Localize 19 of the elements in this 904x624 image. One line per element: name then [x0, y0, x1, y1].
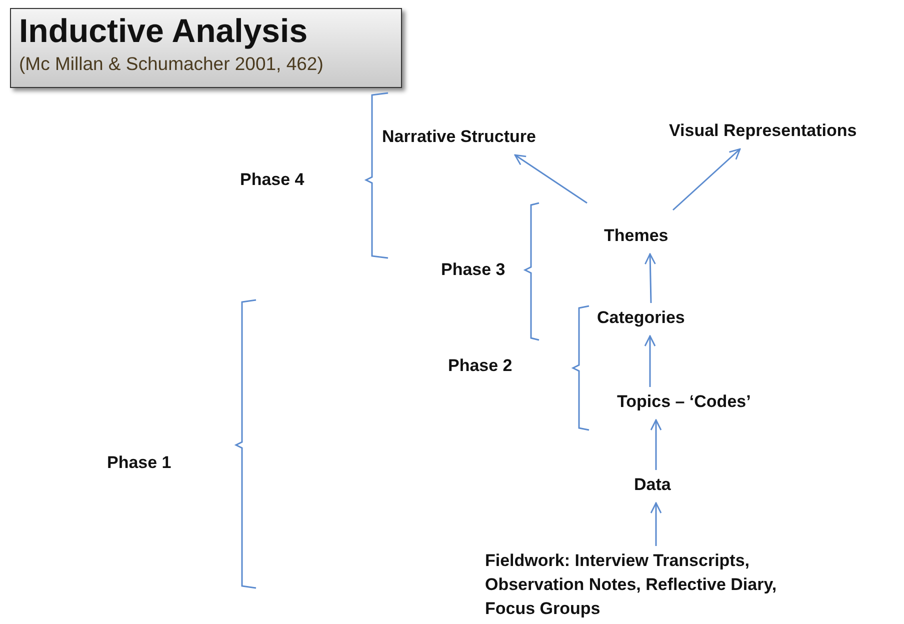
arrow	[650, 502, 662, 546]
node-label: Categories	[597, 306, 685, 330]
citation: (Mc Millan & Schumacher 2001, 462)	[19, 52, 324, 76]
phase-label: Phase 4	[240, 169, 304, 191]
node-label: Narrative Structure	[382, 125, 536, 149]
phase-label: Phase 2	[448, 355, 512, 377]
arrow	[644, 335, 656, 387]
arrow	[650, 419, 662, 470]
arrow	[514, 154, 588, 204]
arrow	[672, 148, 741, 211]
node-label: Topics – ‘Codes’	[617, 390, 751, 414]
title: Inductive Analysis	[19, 11, 309, 51]
node-label: Data	[634, 473, 671, 497]
node-label: Visual Representations	[669, 119, 857, 143]
node-label: Fieldwork: Interview Transcripts, Observation Notes, Reflective Diary, Focus Groups	[485, 549, 795, 621]
node-label: Themes	[604, 224, 668, 248]
phase-label: Phase 3	[441, 259, 506, 281]
arrow	[644, 253, 656, 304]
phase-label: Phase 1	[107, 452, 172, 474]
